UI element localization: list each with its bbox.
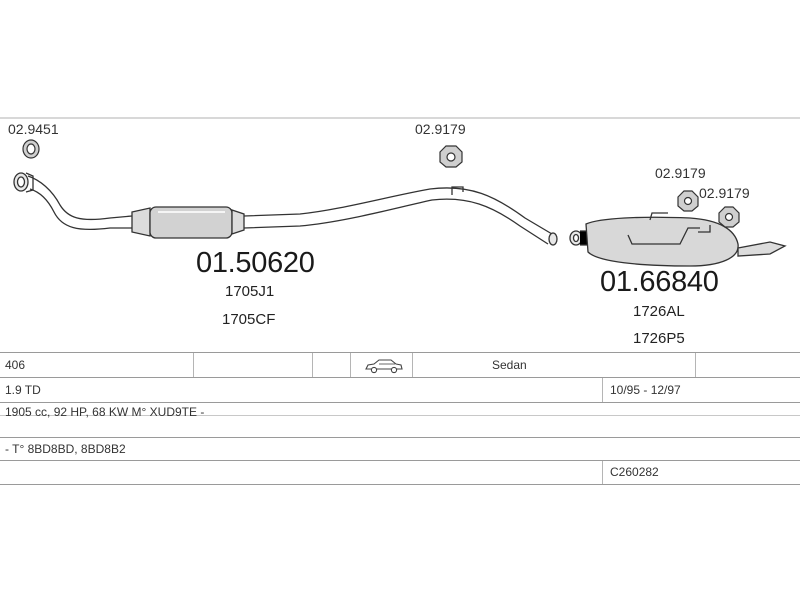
table-divider [350, 353, 351, 377]
center-ref-2: 1705CF [222, 311, 276, 328]
center-ref-1: 1705J1 [225, 283, 275, 300]
exhaust-system-drawing [0, 117, 800, 267]
table-line [0, 415, 800, 416]
type-codes-cell: - T° 8BD8BD, 8BD8B2 [5, 442, 126, 456]
hanger-mid-icon [439, 145, 463, 168]
car-sedan-icon [365, 359, 403, 374]
table-line [0, 352, 800, 353]
table-divider [602, 378, 603, 402]
hanger-right2-label: 02.9179 [699, 185, 750, 201]
engine-details-cell: 1905 cc, 92 HP, 68 KW M° XUD9TE - [5, 405, 205, 419]
years-cell: 10/95 - 12/97 [610, 383, 681, 397]
hanger-right1-icon [677, 190, 699, 212]
clamp-left-label: 02.9451 [8, 121, 59, 137]
table-divider [602, 461, 603, 484]
rear-muffler [569, 212, 787, 267]
rear-ref-2: 1726P5 [633, 330, 685, 347]
intermediate-pipe [243, 186, 558, 246]
center-silencer [131, 206, 245, 239]
table-divider [412, 353, 413, 377]
hanger-mid-label: 02.9179 [415, 121, 466, 137]
table-divider [193, 353, 194, 377]
rear-part-number[interactable]: 01.66840 [600, 266, 719, 298]
table-line [0, 437, 800, 438]
table-divider [312, 353, 313, 377]
table-divider [695, 353, 696, 377]
table-line [0, 402, 800, 403]
clamp-icon [22, 139, 40, 159]
model-cell: 406 [5, 358, 26, 372]
body-type-cell: Sedan [492, 358, 527, 372]
rear-ref-1: 1726AL [633, 303, 685, 320]
engine-cell: 1.9 TD [5, 383, 41, 397]
hanger-right2-icon [718, 206, 740, 228]
center-part-number[interactable]: 01.50620 [196, 247, 315, 279]
front-pipe [13, 172, 133, 231]
table-line [0, 484, 800, 485]
table-line [0, 377, 800, 378]
table-line [0, 460, 800, 461]
hanger-right1-label: 02.9179 [655, 165, 706, 181]
catalog-code-cell: C260282 [610, 465, 659, 479]
